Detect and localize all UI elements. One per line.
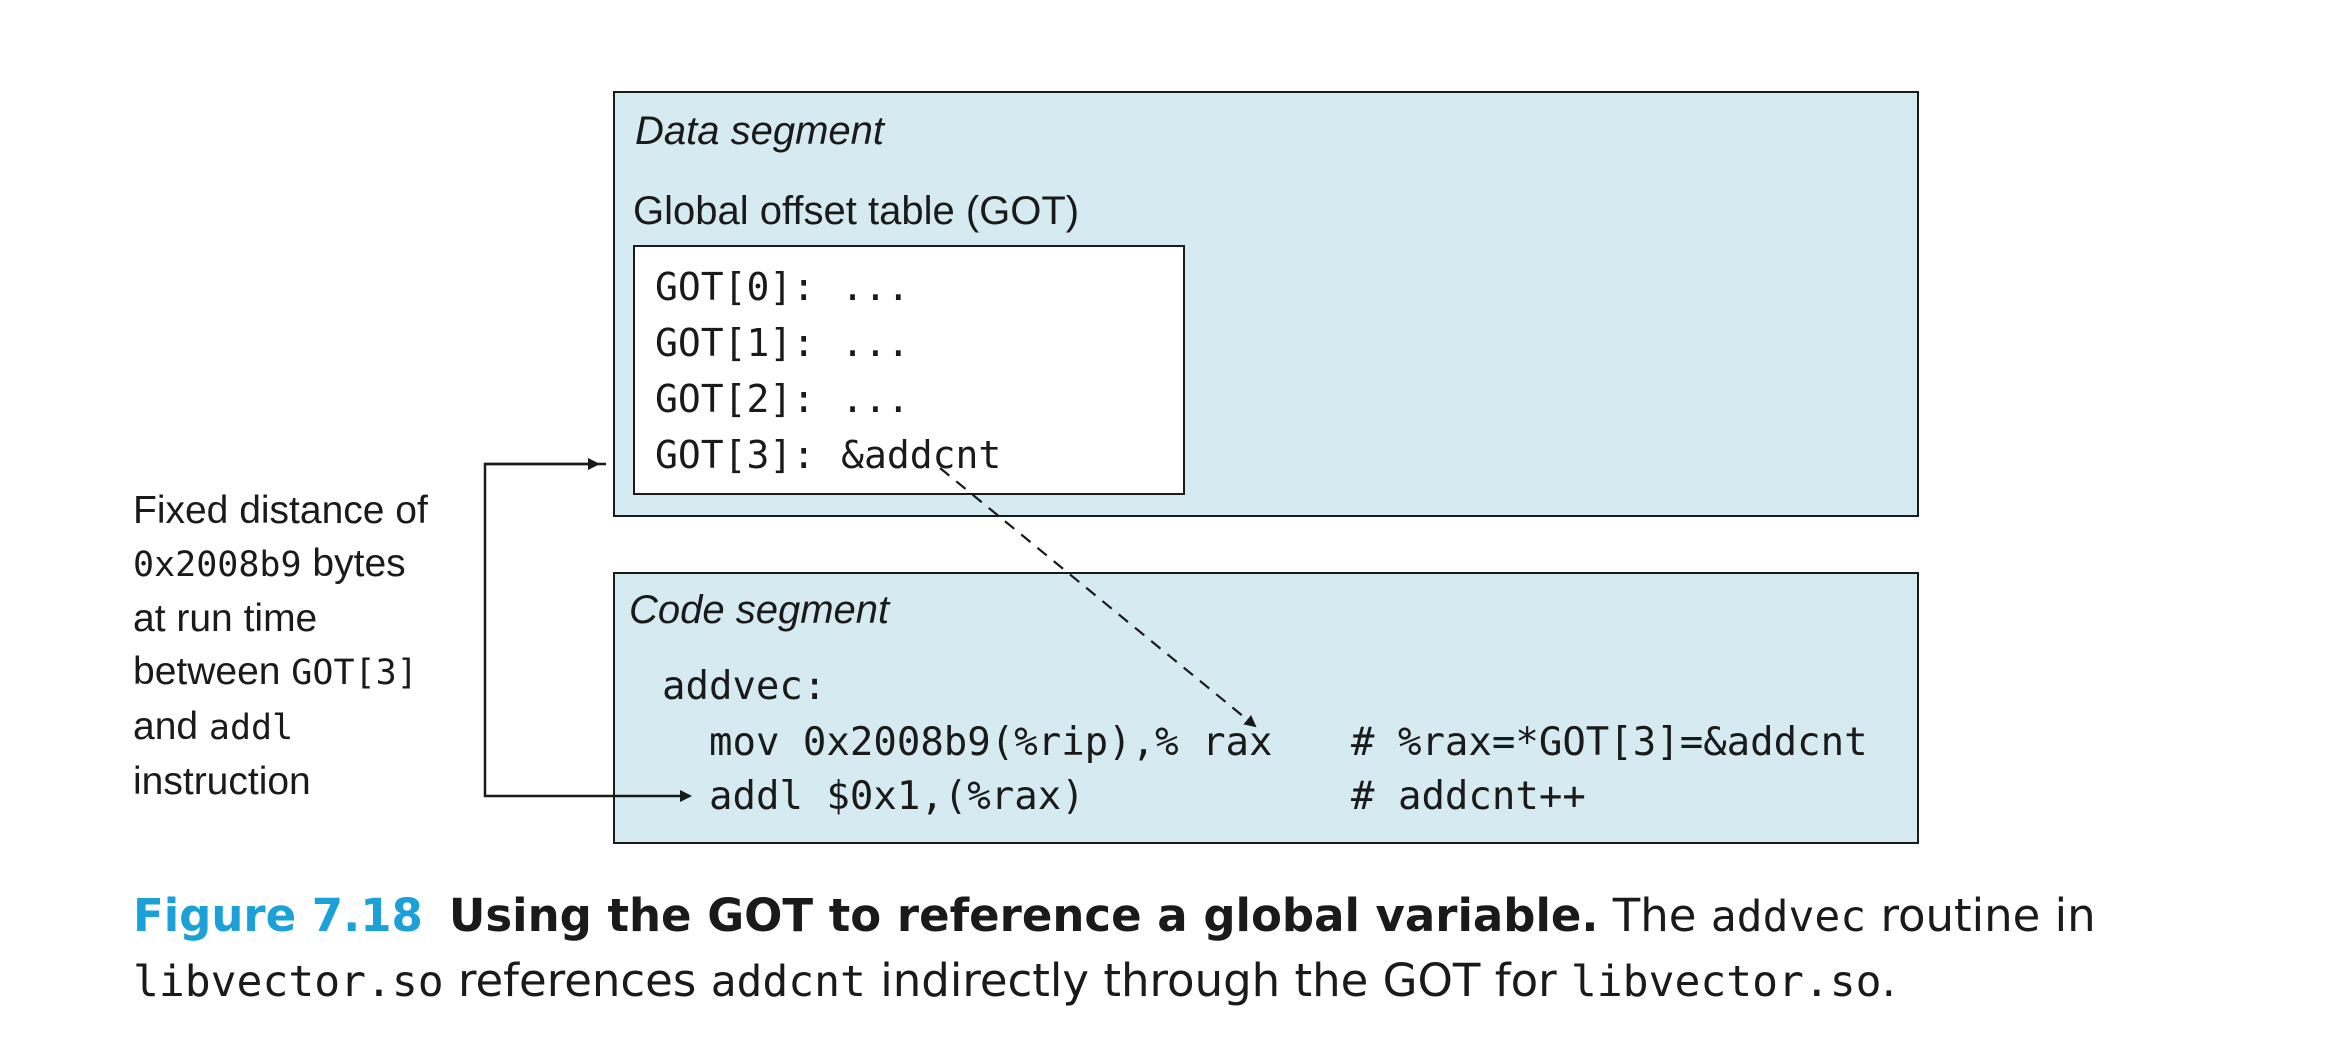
instruction-addl-comment: # addcnt++ [1351, 774, 1586, 819]
annotation-text: and [133, 705, 209, 748]
annotation-line: at run time [133, 597, 318, 640]
caption-text: The [1598, 889, 1711, 942]
code-segment-title: Code segment [629, 588, 890, 632]
caption-text: . [1881, 954, 1896, 1007]
got-title: Global offset table (GOT) [633, 189, 1080, 233]
caption-line-2: libvector.so references addcnt indirectl… [133, 949, 2283, 1014]
got-entry-value: ... [841, 377, 910, 421]
caption-code: addcnt [710, 957, 866, 1007]
annotation-line: and addl [133, 700, 493, 755]
instruction-addl: addl $0x1,(%rax) [709, 774, 1085, 819]
annotation-line: instruction [133, 760, 311, 803]
caption-line-1: Figure 7.18 Using the GOT to reference a … [133, 884, 2283, 949]
data-segment-box: Data segment Global offset table (GOT) G… [613, 91, 1919, 517]
annotation-line: between GOT[3] [133, 645, 493, 700]
caption-code: addvec [1710, 892, 1867, 942]
got-entry-label: GOT[2]: [655, 377, 816, 421]
annotation-got3: GOT[3] [291, 653, 418, 693]
got-entry-2: GOT[2]:... [655, 377, 910, 421]
got-entry-3: GOT[3]: &addcnt [655, 433, 1001, 477]
figure-caption: Figure 7.18 Using the GOT to reference a … [133, 884, 2283, 1014]
got-entry-value: &addcnt [841, 433, 1002, 477]
figure-title: Using the GOT to reference a global vari… [448, 889, 1599, 942]
got-entry-label: GOT[3]: [655, 433, 816, 477]
annotation-text: bytes [301, 542, 406, 585]
caption-text: indirectly through the GOT for [865, 954, 1571, 1007]
instruction-mov-comment: # %rax=*GOT[3]=&addcnt [1351, 720, 1868, 765]
got-entry-label: GOT[1]: [655, 321, 816, 365]
annotation-text: between [133, 650, 292, 693]
routine-label: addvec: [662, 664, 827, 709]
annotation-line: Fixed distance of [133, 489, 428, 532]
distance-annotation: Fixed distance of 0x2008b9 bytes at run … [133, 484, 493, 808]
caption-code: libvector.so [133, 957, 444, 1007]
got-entry-value: ... [841, 321, 910, 365]
got-entry-1: GOT[1]:... [655, 321, 910, 365]
data-segment-title: Data segment [635, 109, 885, 153]
got-entry-value: ... [841, 265, 910, 309]
annotation-addl: addl [208, 708, 294, 748]
caption-code: libvector.so [1570, 957, 1882, 1007]
caption-text: routine in [1866, 889, 2096, 942]
annotation-line: 0x2008b9 bytes [133, 537, 493, 592]
annotation-offset: 0x2008b9 [133, 545, 302, 585]
got-table: GOT[0]:... GOT[1]:... GOT[2]:... GOT[3]:… [633, 245, 1185, 495]
got-entry-label: GOT[0]: [655, 265, 816, 309]
instruction-mov: mov 0x2008b9(%rip),% rax [709, 720, 1273, 765]
got-entry-0: GOT[0]:... [655, 265, 910, 309]
code-segment-box: Code segment addvec: mov 0x2008b9(%rip),… [613, 572, 1919, 844]
caption-text: references [443, 954, 711, 1007]
figure-number: Figure 7.18 [133, 889, 423, 942]
